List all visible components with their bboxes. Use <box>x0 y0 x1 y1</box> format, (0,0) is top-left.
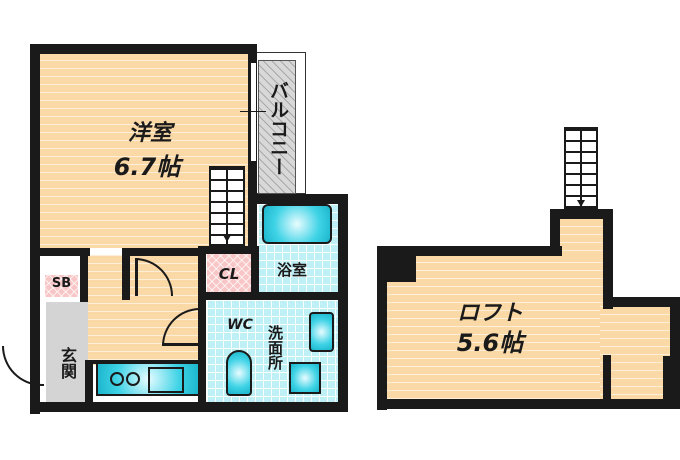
bathtub <box>262 204 332 244</box>
washbasin <box>309 312 334 352</box>
balcony <box>258 60 296 194</box>
wall <box>377 246 562 256</box>
loft-floor <box>386 254 606 400</box>
wall <box>198 246 258 254</box>
western-room-label: 洋室 <box>127 121 172 146</box>
wall <box>377 399 680 409</box>
western-room-floor <box>38 52 250 248</box>
wall <box>338 194 348 412</box>
toilet-label: WC <box>227 317 253 333</box>
loft-size: 5.6帖 <box>456 329 524 357</box>
western-room-size: 6.7帖 <box>113 153 181 181</box>
wall <box>198 248 206 408</box>
balcony-label: バルコニー <box>267 80 289 176</box>
wall <box>122 248 202 256</box>
wall <box>40 248 90 256</box>
entrance-label: 玄関 <box>58 347 77 379</box>
loft-floor <box>600 306 670 400</box>
sink <box>148 367 184 393</box>
wall <box>85 360 93 404</box>
wall <box>37 402 348 412</box>
wall <box>663 356 671 406</box>
wall <box>80 248 88 318</box>
wall <box>550 209 612 219</box>
wall <box>670 297 680 409</box>
wall <box>603 209 613 309</box>
entrance-floor <box>46 302 88 402</box>
loft-label: ロフト <box>456 301 523 326</box>
wall <box>603 297 680 307</box>
stairs <box>209 166 245 246</box>
stove-burner-icon <box>126 372 140 386</box>
washroom-label: 洗面所 <box>266 324 284 370</box>
entrance-door[interactable] <box>2 346 44 386</box>
wall <box>550 209 560 255</box>
stairs-down-arrow-icon <box>577 200 585 207</box>
wall <box>122 248 130 300</box>
shoe-box <box>45 275 78 297</box>
wall <box>255 194 347 204</box>
wall <box>603 355 611 405</box>
wall <box>30 44 40 414</box>
wall <box>198 292 348 300</box>
toilet <box>226 350 252 396</box>
closet-floor <box>207 254 251 294</box>
loft-floor <box>558 218 606 258</box>
window <box>250 62 257 162</box>
bathroom-label: 浴室 <box>276 261 307 279</box>
wall <box>377 246 387 410</box>
window-mark <box>240 111 266 112</box>
stove-burner-icon <box>110 372 124 386</box>
washing-machine-pan <box>289 362 321 394</box>
wall <box>386 254 416 282</box>
stairs-down-arrow-icon <box>223 235 231 242</box>
loft-stairs <box>564 127 598 209</box>
closet-label: CL <box>218 265 240 283</box>
shoe-box-label: SB <box>51 276 72 291</box>
wall <box>30 44 257 54</box>
